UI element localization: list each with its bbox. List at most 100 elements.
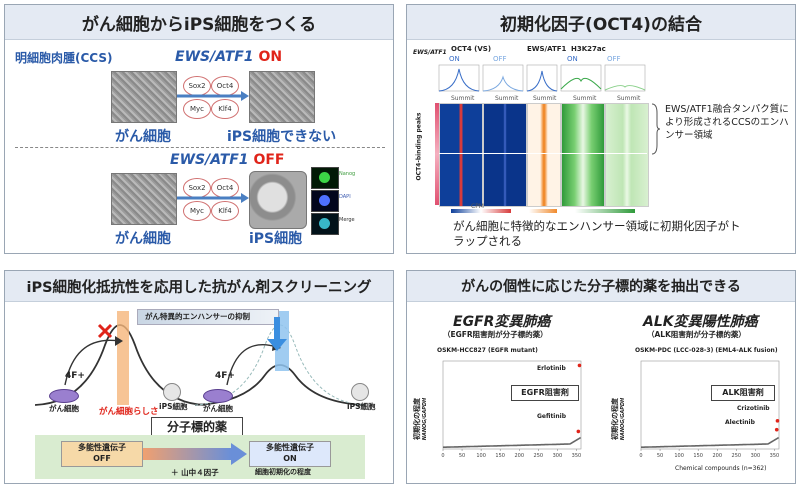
cancer-cell-image-bottom — [111, 173, 177, 225]
summit-label-1: Summit — [451, 95, 475, 102]
gradient-arrow-icon — [143, 443, 247, 465]
heatmap-divider — [439, 153, 647, 154]
binding-peaks-label: OCT4-binding peaks — [415, 112, 423, 181]
factor-klf4-b: Klf4 — [211, 201, 239, 221]
factor-klf4: Klf4 — [211, 99, 239, 119]
alk-point-crizotinib — [775, 419, 780, 423]
on-label-1: ON — [449, 55, 460, 63]
erlotinib-label: Erlotinib — [537, 365, 566, 372]
panel2-title: 初期化因子(OCT4)の結合 — [407, 5, 795, 40]
egfr-xtick-label: 50 — [459, 453, 465, 459]
alk-xtick-label: 0 — [639, 453, 642, 459]
cancer-cell-label-right: がん細胞 — [203, 404, 233, 413]
stain-merge-image — [311, 213, 339, 235]
stain-nanog-image — [311, 167, 339, 189]
suppress-label: がん特異的エンハンサーの抑制 — [145, 312, 250, 321]
alk-xtick-label: 50 — [657, 453, 663, 459]
panel1-title: がん細胞からiPS細胞をつくる — [5, 5, 393, 40]
on-label-2: ON — [567, 55, 578, 63]
alk-xtick-label: 150 — [693, 453, 703, 459]
panel-drug-screening: iPS細胞化抵抗性を応用した抗がん剤スクリーニング がん特異的エンハンサーの抑制… — [4, 270, 394, 484]
right-cell-line: OSKM-PDC (LCC-028-3) (EML4-ALK fusion) — [635, 347, 778, 354]
ccs-label: 明細胞肉腫(CCS) — [15, 51, 113, 65]
alk-xtick-label: 300 — [751, 453, 761, 459]
scale-blue-red — [451, 209, 511, 213]
ips-label-left: iPS細胞 — [159, 402, 188, 411]
egfr-xtick-label: 100 — [476, 453, 486, 459]
alk-xtick-label: 100 — [674, 453, 684, 459]
egfr-point-gefitinib — [576, 429, 581, 434]
alk-xtick-label: 200 — [712, 453, 722, 459]
no-ips-label: iPS細胞できない — [227, 129, 337, 145]
egfr-frame — [442, 360, 582, 450]
heatmap-ews — [527, 103, 561, 207]
off-label-1: OFF — [493, 55, 507, 63]
heatmap-oct4-off — [483, 103, 527, 207]
col-group-oct4: OCT4 (VS) — [451, 45, 492, 53]
alectinib-label: Alectinib — [725, 419, 755, 426]
panel-ips-from-cancer: がん細胞からiPS細胞をつくる 明細胞肉腫(CCS) EWS/ATF1 ON S… — [4, 4, 394, 254]
factor-myc: Myc — [183, 99, 211, 119]
x-mark-icon — [97, 323, 113, 339]
alk-compound-curve — [641, 436, 779, 448]
row-label: EWS/ATF1 — [413, 49, 447, 56]
panel4-title: がんの個性に応じた分子標的薬を抽出できる — [407, 271, 795, 302]
stain-dapi-label: DAPI — [339, 194, 351, 200]
cpm-label: CPM — [471, 203, 484, 210]
ews-on-label: EWS/ATF1 ON — [175, 49, 283, 65]
stain-nanog-label: Nanog — [339, 171, 356, 177]
egfr-inhibitor-box: EGFR阻害剤 — [511, 385, 579, 401]
egfr-point-erlotinib — [577, 363, 582, 368]
cancer-cell-label-top: がん細胞 — [115, 129, 171, 145]
off-label-2: OFF — [607, 55, 621, 63]
alk-subheading: （ALK阻害剤が分子標的薬） — [647, 330, 746, 339]
factor-oct4: Oct4 — [211, 76, 239, 96]
alk-point-alectinib — [774, 427, 779, 432]
scale-green — [575, 209, 635, 213]
stain-dapi-image — [311, 190, 339, 212]
summit-label-5: Summit — [617, 95, 641, 102]
left-cell-line: OSKM-HCC827 (EGFR mutant) — [437, 347, 538, 354]
profile-plots — [438, 64, 646, 92]
crizotinib-label: Crizotinib — [737, 405, 770, 412]
alk-heading: ALK変異陽性肺癌 — [643, 314, 758, 330]
yamanaka-label: ＋ 山中４因子 — [171, 468, 219, 477]
cancer-cell-label-bottom: がん細胞 — [115, 231, 171, 247]
no-ips-cell-image — [249, 71, 315, 123]
egfr-xtick-label: 0 — [441, 453, 444, 459]
alk-frame — [640, 360, 780, 450]
arrow-right-icon — [177, 91, 249, 101]
panel-target-drug-extraction: がんの個性に応じた分子標的薬を抽出できる EGFR変異肺癌 （EGFR阻害剤が分… — [406, 270, 796, 484]
ips-label-right: iPS細胞 — [347, 402, 376, 411]
ips-icon-right — [351, 383, 369, 401]
cancer-cell-icon-left — [49, 389, 79, 403]
egfr-xtick-label: 350 — [572, 453, 582, 459]
ips-label: iPS細胞 — [249, 231, 303, 247]
xlabel: Chemical compounds (n=362) — [675, 465, 767, 472]
alk-xtick-label: 250 — [732, 453, 742, 459]
down-arrow-icon — [267, 317, 287, 351]
egfr-xtick-label: 200 — [514, 453, 524, 459]
alk-inhibitor-box: ALK阻害剤 — [711, 385, 775, 401]
cancer-cell-icon-right — [203, 389, 233, 403]
summit-label-3: Summit — [533, 95, 557, 102]
ips-colony-image — [249, 171, 307, 229]
heatmap-oct4-on — [439, 103, 483, 207]
curved-arrow-left — [64, 336, 123, 386]
bracket — [651, 103, 661, 155]
target-drug-label: 分子標的薬 — [151, 417, 243, 437]
egfr-heading: EGFR変異肺癌 — [453, 314, 551, 330]
degree-label: 細胞初期化の程度 — [255, 468, 311, 476]
panel2-conclusion: がん細胞に特徴的なエンハンサー領域に初期化因子がトラップされる — [453, 219, 741, 248]
gefitinib-label: Gefitinib — [537, 413, 566, 420]
panel3-title: iPS細胞化抵抗性を応用した抗がん剤スクリーニング — [5, 271, 393, 302]
ews-off-label: EWS/ATF1 OFF — [170, 152, 285, 168]
arrow-right-icon-2 — [177, 193, 249, 203]
4f-label-right: 4F+ — [215, 371, 235, 381]
